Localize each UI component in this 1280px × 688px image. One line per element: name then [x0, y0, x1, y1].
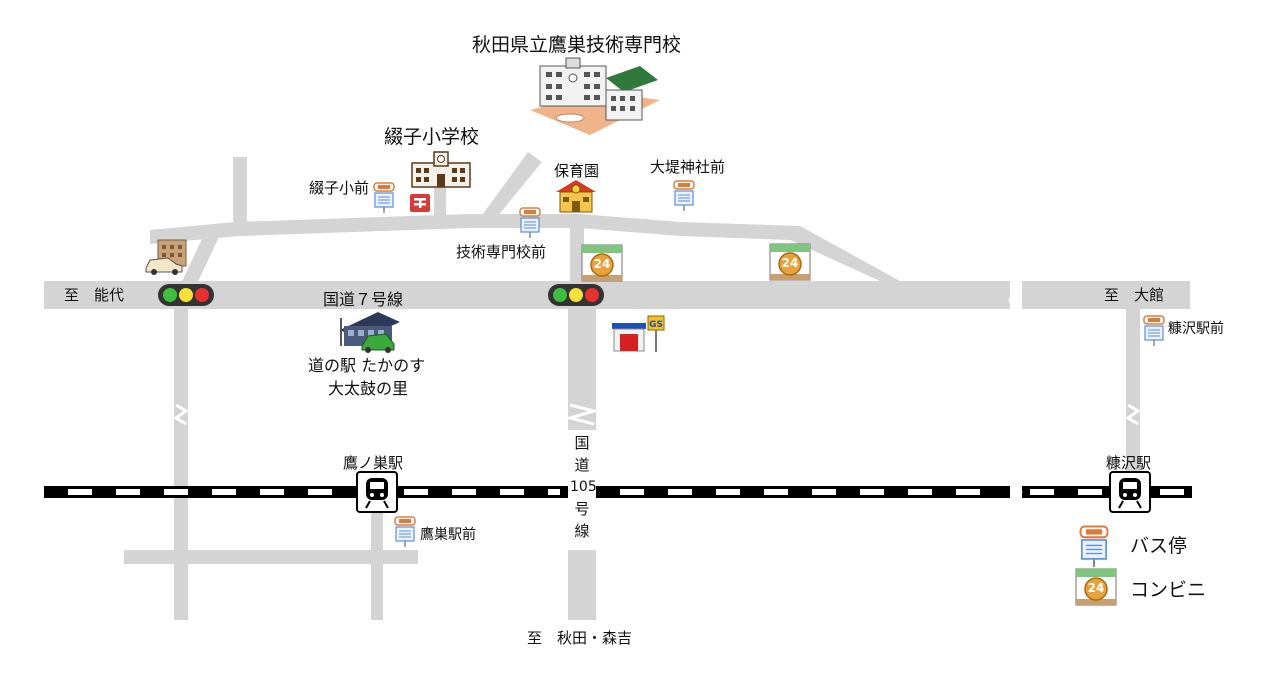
road-breaks	[173, 277, 1141, 426]
station-road	[371, 505, 383, 620]
building-with-car-icon	[145, 239, 187, 275]
route-7-label: 国道７号線	[323, 290, 404, 309]
train-icon	[356, 471, 398, 513]
technical-school-building-icon	[530, 57, 660, 135]
traffic-signal-center	[548, 284, 604, 306]
upper-road	[150, 214, 900, 281]
technical-school-label: 秋田県立鷹巣技術専門校	[472, 34, 682, 56]
train-icon	[1109, 471, 1151, 513]
bus-stop-takanosu-label: 鷹巣駅前	[420, 527, 476, 543]
bus-stop-icon	[1143, 315, 1165, 347]
route-105-number: 105	[570, 476, 597, 498]
legend-convenience-icon: 24	[1075, 568, 1117, 606]
convenience-number: 24	[782, 256, 799, 270]
school-access-road	[434, 185, 446, 220]
bus-stop-icon	[673, 180, 695, 212]
nukazawa-station-label: 糠沢駅	[1106, 454, 1152, 472]
legend-bus-label: バス停	[1130, 535, 1188, 557]
south-road	[124, 550, 418, 564]
bus-stop-otsutsumi-label: 大堤神社前	[650, 158, 726, 176]
east-road	[1126, 305, 1140, 483]
convenience-store-icon: 24	[769, 243, 811, 281]
left-diagonal-road	[178, 226, 224, 290]
route-7-road-east	[1022, 281, 1190, 309]
bus-stop-tsuzureko-label: 綴子小前	[309, 179, 370, 197]
route-105-north	[570, 224, 584, 282]
legend-convenience-label: コンビニ	[1130, 579, 1207, 601]
takanosu-station-label: 鷹ノ巣駅	[343, 454, 404, 472]
direction-noshiro-label: 至 能代	[64, 286, 125, 304]
elementary-school-building-icon	[411, 151, 471, 188]
gas-station-icon: GS	[612, 315, 665, 352]
convenience-number: 24	[1088, 581, 1105, 595]
direction-odate-label: 至 大館	[1104, 286, 1165, 304]
bus-stop-icon	[394, 516, 416, 548]
legend-bus-icon	[1079, 525, 1109, 569]
bus-stop-icon	[373, 182, 395, 214]
roadside-station-label: 道の駅 たかのす	[308, 356, 426, 375]
north-road-left	[233, 157, 247, 229]
nursery-building-icon	[556, 180, 596, 213]
roads	[44, 152, 1190, 620]
roadside-station-icon	[340, 312, 400, 353]
route-105-char: 道	[570, 454, 594, 476]
route-105-char: 国	[570, 432, 594, 454]
bus-stop-nukazawa-label: 糠沢駅前	[1168, 321, 1224, 337]
roadside-station-sublabel: 大太鼓の里	[328, 379, 409, 398]
bus-stop-gijutsu-label: 技術専門校前	[456, 243, 547, 261]
elementary-school-label: 綴子小学校	[384, 126, 480, 148]
direction-akita-label: 至 秋田・森吉	[527, 629, 633, 647]
west-road-south	[174, 305, 188, 620]
gas-station-label: GS	[649, 320, 663, 330]
route-105-char: 号	[570, 498, 594, 520]
post-office-icon	[410, 194, 430, 212]
traffic-signal-west	[158, 284, 214, 306]
route-105-char: 線	[570, 520, 594, 542]
tech-school-road	[480, 152, 542, 218]
convenience-number: 24	[594, 257, 611, 271]
convenience-store-icon: 24	[581, 244, 623, 282]
nursery-label: 保育園	[554, 162, 600, 180]
bus-stop-icon	[519, 207, 541, 239]
railway	[44, 480, 1192, 504]
route-105-label: 国 道 105 号 線	[570, 432, 597, 542]
